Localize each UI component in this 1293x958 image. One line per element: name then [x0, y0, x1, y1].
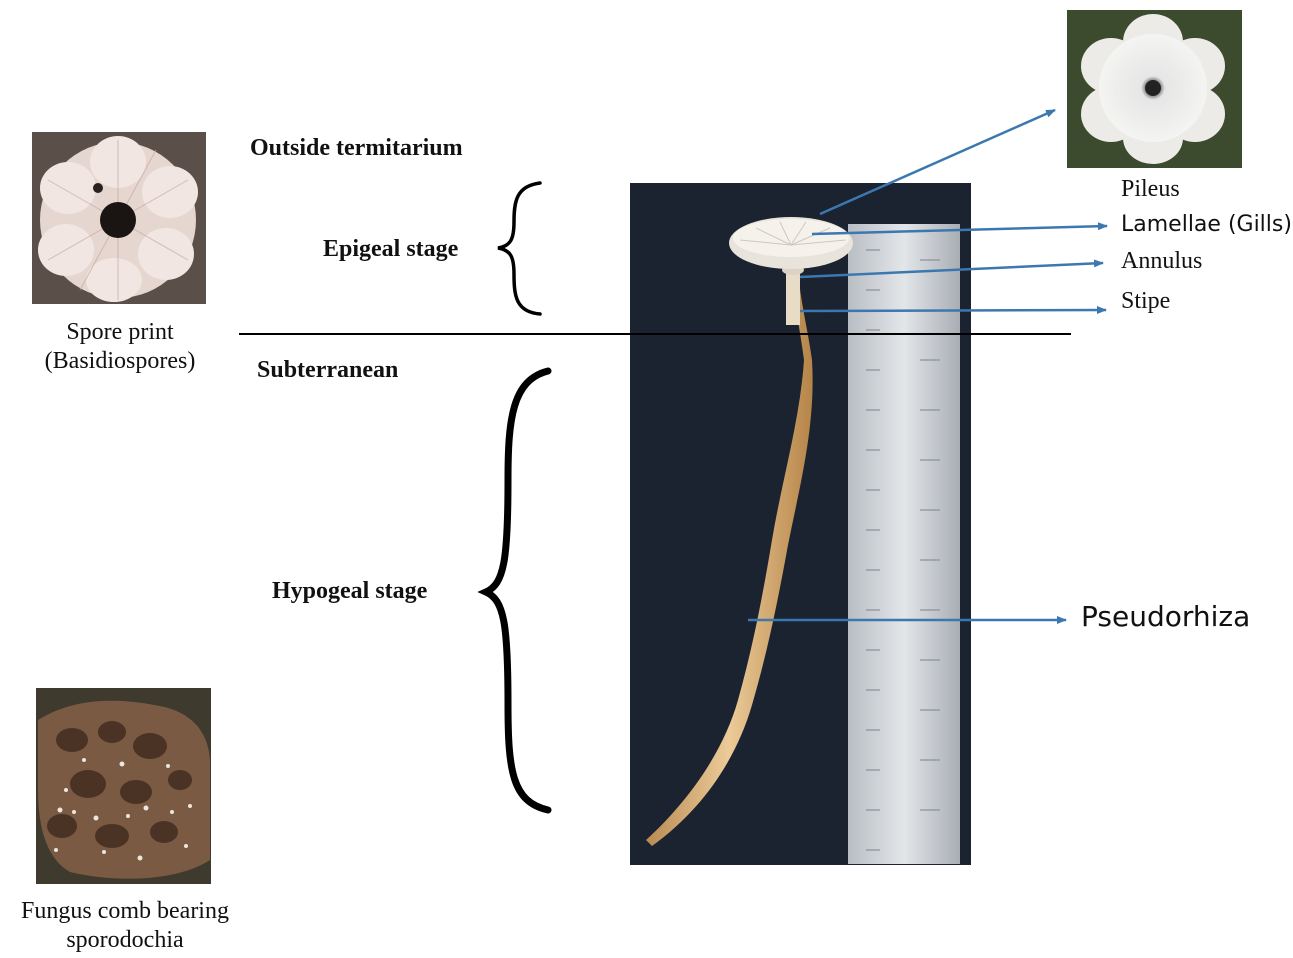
lamellae-label: Lamellae (Gills) [1121, 212, 1292, 237]
stipe-label: Stipe [1121, 288, 1170, 315]
specimen-cap [729, 217, 853, 269]
epigeal-stage-label: Epigeal stage [323, 236, 458, 263]
fungus-comb-caption-line1: Fungus comb bearing [0, 897, 250, 926]
pseudorhiza-label: Pseudorhiza [1081, 600, 1250, 633]
spore-print-caption-line2: (Basidiospores) [0, 347, 240, 376]
fungus-comb-photo [36, 688, 211, 884]
spore-print-caption-line1: Spore print [0, 318, 240, 347]
fungus-comb-caption: Fungus comb bearing sporodochia [0, 897, 250, 955]
ruler [848, 224, 960, 864]
specimen-photo [630, 183, 971, 865]
subterranean-label: Subterranean [257, 357, 398, 384]
outside-termitarium-label: Outside termitarium [250, 135, 463, 162]
stipe-arrow [800, 310, 1106, 311]
hypogeal-brace [486, 371, 548, 810]
spore-print-photo [32, 132, 206, 304]
hypogeal-stage-label: Hypogeal stage [272, 578, 427, 605]
epigeal-brace [498, 183, 540, 314]
pileus-photo [1067, 10, 1242, 168]
annulus-label: Annulus [1121, 248, 1202, 275]
spore-print-caption: Spore print (Basidiospores) [0, 318, 240, 376]
pileus-label: Pileus [1121, 176, 1180, 203]
fungus-comb-caption-line2: sporodochia [0, 926, 250, 955]
